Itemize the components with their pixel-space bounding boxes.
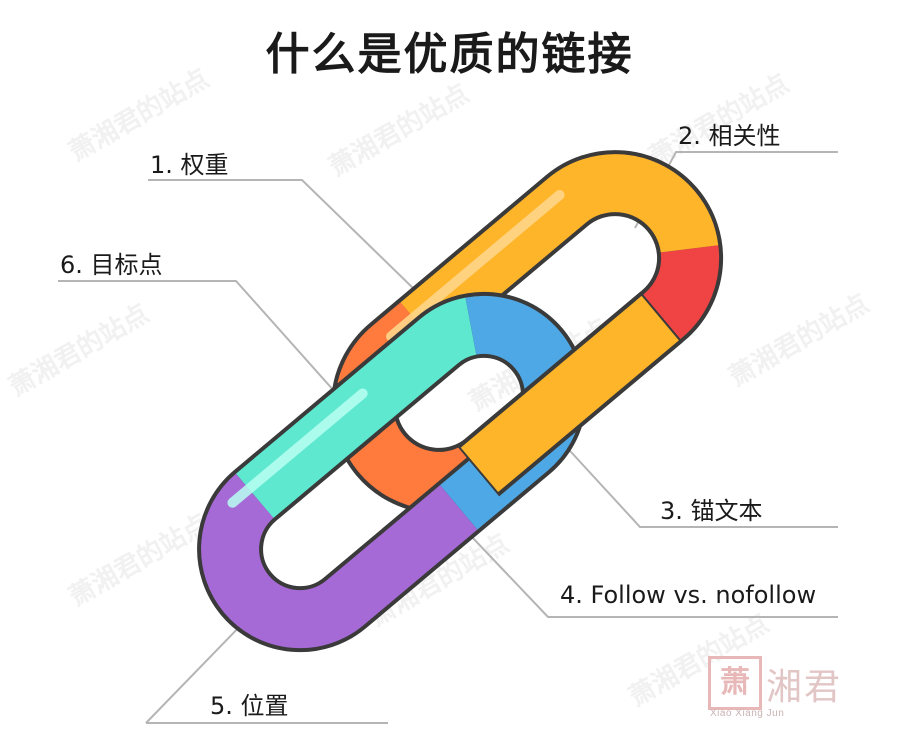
label-relevance: 2. 相关性 [678, 122, 781, 150]
label-follow: 4. Follow vs. nofollow [560, 581, 817, 609]
link-back-highlight [386, 190, 565, 342]
link-back-orange [334, 154, 720, 510]
chain-link-overlap [456, 291, 683, 497]
label-target: 6. 目标点 [60, 251, 163, 279]
link-front-highlight [227, 388, 368, 508]
overlap-yellow-fill [460, 295, 679, 493]
link-back-yellow [334, 154, 720, 510]
label-anchor-text: 3. 锚文本 [660, 497, 763, 525]
leader-line-target [58, 280, 336, 393]
brand-seal: 萧 [708, 656, 762, 710]
page-title: 什么是优质的链接 [265, 29, 634, 80]
link-front-blue [201, 295, 583, 649]
link-front-purple [201, 295, 583, 649]
brand-logo: 萧 湘君 Xiao Xiang Jun [708, 652, 858, 722]
chain-link-front [197, 291, 587, 653]
label-weight: 1. 权重 [150, 151, 229, 179]
leader-line-weight [148, 179, 416, 291]
leader-line-follow [469, 534, 838, 618]
leader-line-anchor [559, 439, 838, 528]
label-position: 5. 位置 [210, 692, 289, 720]
link-front-teal [201, 295, 583, 649]
brand-name: 湘君 [766, 667, 843, 708]
brand-subtitle: Xiao Xiang Jun [710, 708, 785, 719]
